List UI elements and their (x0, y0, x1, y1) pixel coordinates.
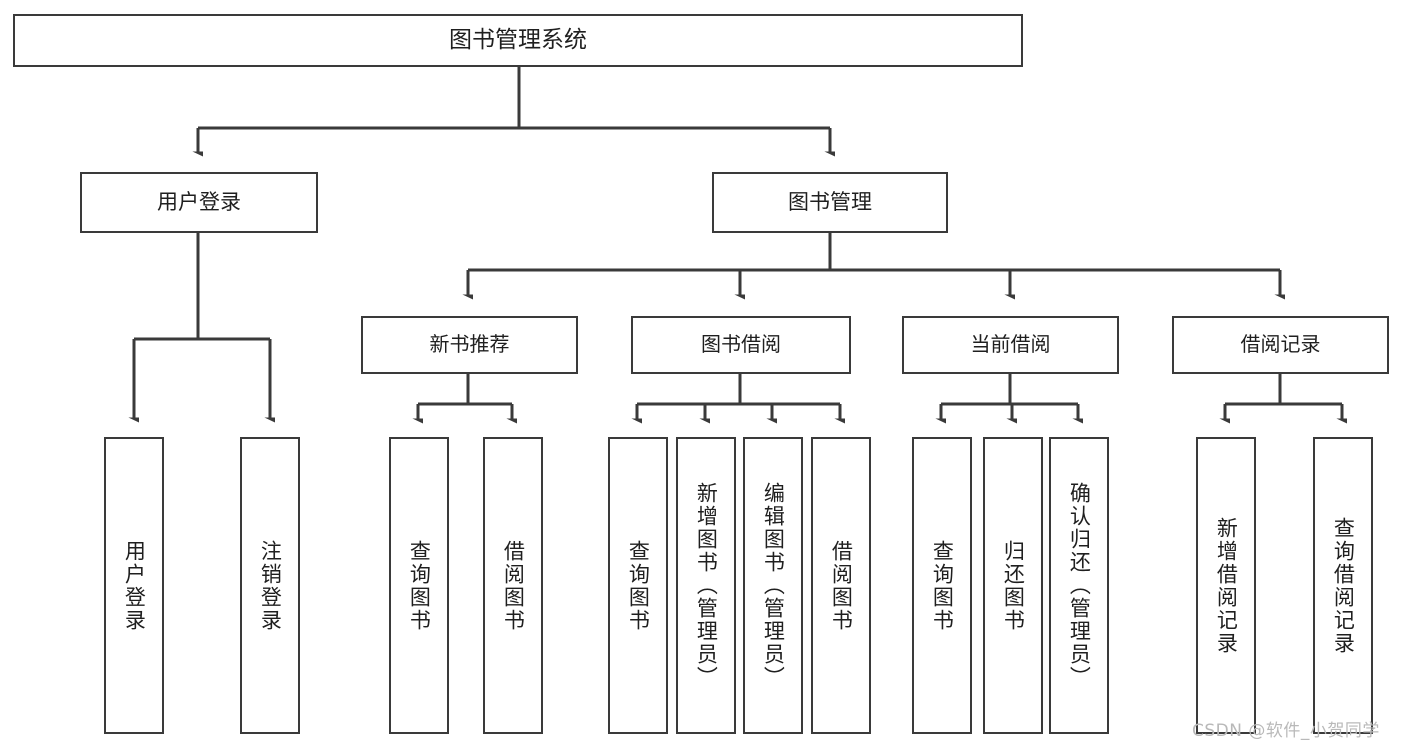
node-label: 借阅记录 (1240, 332, 1321, 357)
leaf-return-book[interactable]: 归还图书 (983, 437, 1043, 734)
node-label: 新增图书（管理员） (694, 482, 719, 689)
node-book-management[interactable]: 图书管理 (712, 172, 948, 233)
node-label: 查询图书 (407, 539, 432, 632)
leaf-confirm-return-admin[interactable]: 确认归还（管理员） (1049, 437, 1109, 734)
node-label: 用户登录 (122, 539, 147, 632)
leaf-query-book-borrow[interactable]: 查询图书 (608, 437, 668, 734)
node-label: 查询图书 (930, 539, 955, 632)
node-label: 查询借阅记录 (1331, 516, 1356, 655)
leaf-add-borrow-record[interactable]: 新增借阅记录 (1196, 437, 1256, 734)
leaf-borrow-book[interactable]: 借阅图书 (811, 437, 871, 734)
node-label: 注销登录 (258, 539, 283, 632)
node-label: 图书借阅 (701, 332, 781, 357)
leaf-user-login[interactable]: 用户登录 (104, 437, 164, 734)
node-user-login[interactable]: 用户登录 (80, 172, 318, 233)
leaf-query-book-recommend[interactable]: 查询图书 (389, 437, 449, 734)
leaf-borrow-book-recommend[interactable]: 借阅图书 (483, 437, 543, 734)
node-new-book-recommend[interactable]: 新书推荐 (361, 316, 578, 374)
node-borrow-record[interactable]: 借阅记录 (1172, 316, 1389, 374)
leaf-edit-book-admin[interactable]: 编辑图书（管理员） (743, 437, 803, 734)
leaf-logout-login[interactable]: 注销登录 (240, 437, 300, 734)
node-label: 当前借阅 (970, 332, 1051, 357)
leaf-query-book-current[interactable]: 查询图书 (912, 437, 972, 734)
node-label: 编辑图书（管理员） (761, 482, 786, 689)
leaf-query-borrow-record[interactable]: 查询借阅记录 (1313, 437, 1373, 734)
node-label: 借阅图书 (501, 539, 526, 632)
node-current-borrow[interactable]: 当前借阅 (902, 316, 1119, 374)
csdn-watermark: CSDN @软件_小贺同学 (1192, 721, 1380, 741)
node-label: 用户登录 (157, 190, 241, 215)
node-label: 查询图书 (626, 539, 651, 632)
node-root-system[interactable]: 图书管理系统 (13, 14, 1023, 67)
node-label: 图书管理系统 (449, 26, 587, 53)
node-book-borrow[interactable]: 图书借阅 (631, 316, 851, 374)
node-label: 图书管理 (788, 190, 872, 215)
leaf-add-book-admin[interactable]: 新增图书（管理员） (676, 437, 736, 734)
node-label: 归还图书 (1001, 539, 1026, 632)
node-label: 新增借阅记录 (1214, 516, 1239, 655)
node-label: 新书推荐 (429, 332, 510, 357)
node-label: 借阅图书 (829, 539, 854, 632)
node-label: 确认归还（管理员） (1067, 482, 1092, 689)
